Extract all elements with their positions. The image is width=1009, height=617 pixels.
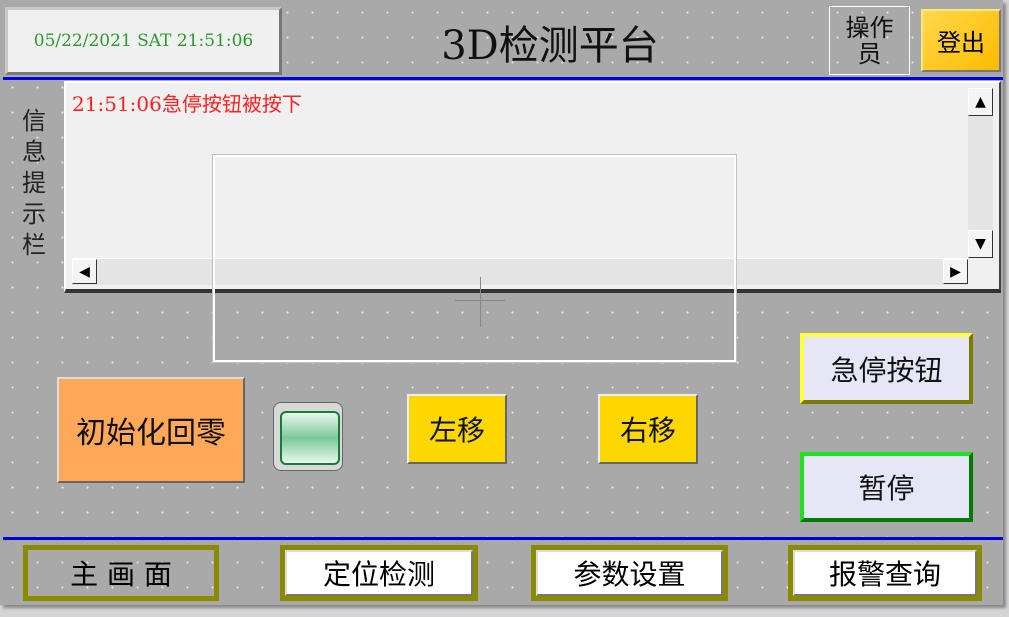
message-item: 21:51:06急停按钮被按下	[72, 92, 302, 116]
nav-parameters-label: 参数设置	[536, 550, 723, 596]
horizontal-scrollbar[interactable]: ◀ ▶	[72, 258, 968, 285]
view-frame	[212, 154, 737, 363]
scroll-right-button[interactable]: ▶	[943, 259, 968, 284]
logout-button[interactable]: 登出	[921, 9, 1001, 72]
scroll-left-button[interactable]: ◀	[72, 259, 97, 284]
nav-alarm-query-label: 报警查询	[793, 550, 977, 596]
nav-alarm-query[interactable]: 报警查询	[788, 545, 982, 601]
page-title: 3D检测平台	[441, 23, 659, 69]
crosshair-v	[480, 277, 481, 327]
pause-button[interactable]: 暂停	[800, 452, 973, 522]
vertical-scrollbar[interactable]: ▲ ▼	[968, 88, 993, 258]
message-list[interactable]	[64, 81, 1001, 293]
nav-parameters[interactable]: 参数设置	[531, 545, 728, 601]
nav-positioning-label: 定位检测	[285, 550, 473, 596]
nav-positioning[interactable]: 定位检测	[280, 545, 478, 601]
emergency-stop-button[interactable]: 急停按钮	[800, 333, 973, 404]
scroll-up-button[interactable]: ▲	[968, 88, 993, 116]
operator-label: 操作员	[845, 13, 894, 68]
datetime-display: 05/22/2021 SAT 21:51:06	[5, 7, 282, 75]
move-left-button[interactable]: 左移	[407, 394, 507, 464]
move-right-button[interactable]: 右移	[598, 394, 698, 464]
init-home-button[interactable]: 初始化回零	[57, 377, 245, 483]
info-bar-label: 信息提示栏	[22, 107, 46, 259]
header-divider	[3, 77, 1003, 80]
operator-button[interactable]: 操作员	[829, 6, 910, 75]
scroll-down-button[interactable]: ▼	[968, 230, 993, 258]
hmi-screen: 05/22/2021 SAT 21:51:06 3D检测平台 操作员 登出 信息…	[0, 0, 1003, 605]
status-indicator-lamp	[273, 402, 343, 471]
nav-main-screen[interactable]: 主 画 面	[23, 545, 219, 601]
footer-divider	[3, 537, 1003, 540]
crosshair-h	[455, 300, 505, 301]
